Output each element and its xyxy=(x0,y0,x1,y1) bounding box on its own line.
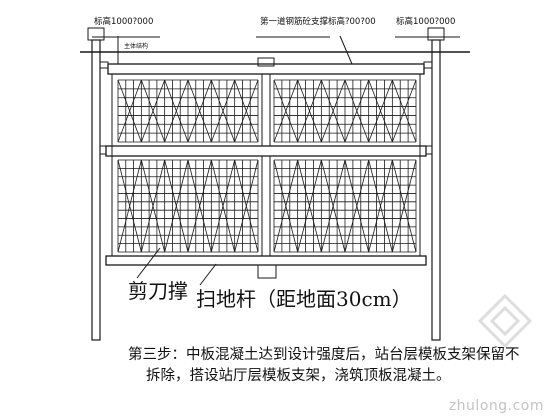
lower-right-scaffold-shear-brace xyxy=(320,159,346,253)
lower-left-scaffold-shear-brace xyxy=(164,159,189,253)
leader-sweep-rod xyxy=(199,263,217,286)
lower-right-scaffold-shear-brace xyxy=(368,159,393,253)
shear-brace-label: 剪刀撑 xyxy=(128,279,188,303)
lower-left-scaffold-shear-brace xyxy=(210,159,236,253)
middle-slab xyxy=(105,145,427,157)
leader-shear-brace xyxy=(136,247,161,279)
caption-line-1: 第三步：中板混凝土达到设计强度后，站台层模板支架保留不 xyxy=(128,347,520,363)
elevation-label-right: 标高1000?000 xyxy=(396,16,455,27)
upper-left-scaffold-shear-brace xyxy=(210,79,236,143)
upper-left-scaffold-shear-brace xyxy=(117,79,142,143)
lower-right-scaffold-shear-brace xyxy=(391,159,417,253)
strut-mid-left xyxy=(99,145,107,155)
wall-cap-right xyxy=(427,27,445,41)
upper-right-scaffold-shear-brace xyxy=(344,79,370,143)
bottom-slab-sump xyxy=(257,265,277,279)
lower-left-scaffold-shear-brace xyxy=(117,159,142,253)
elevation-label-middle: 第一道钢筋砼支撑标高?00?00 xyxy=(260,16,376,27)
caption-line-2: 拆除，搭设站厅层模板支架，浇筑顶板混凝土。 xyxy=(146,368,451,384)
center-column-lower xyxy=(261,155,271,257)
lower-left-scaffold-shear-brace xyxy=(234,159,259,253)
top-slab-beam xyxy=(257,57,275,67)
bottom-slab xyxy=(105,255,427,266)
structure-label-small: 主体结构 xyxy=(124,42,148,50)
upper-right-scaffold-shear-brace xyxy=(391,79,417,143)
upper-right-scaffold-shear-brace xyxy=(368,79,393,143)
center-column-upper xyxy=(261,73,271,147)
lower-left-scaffold-shear-brace xyxy=(140,159,166,253)
lower-right-scaffold-shear-brace xyxy=(344,159,370,253)
strut-left xyxy=(99,61,109,69)
upper-right-scaffold-shear-brace xyxy=(320,79,346,143)
upper-left-scaffold-shear-brace xyxy=(140,79,166,143)
lower-left-scaffold-shear-brace xyxy=(187,159,212,253)
sweep-rod-label: 扫地杆（距地面30cm） xyxy=(196,287,412,311)
elevation-label-left: 标高1000?000 xyxy=(94,16,153,27)
strut-mid-right xyxy=(425,145,433,155)
upper-right-scaffold-shear-brace xyxy=(273,79,299,143)
retaining-wall-right xyxy=(431,39,441,341)
lower-right-scaffold-shear-brace xyxy=(273,159,299,253)
watermark-text: zhulong.com xyxy=(448,398,544,414)
strut-right xyxy=(423,61,433,69)
retaining-wall-left xyxy=(91,39,101,341)
upper-left-scaffold-shear-brace xyxy=(164,79,189,143)
upper-left-scaffold-shear-brace xyxy=(234,79,259,143)
lower-right-scaffold-shear-brace xyxy=(297,159,322,253)
wall-cap-left xyxy=(87,27,105,41)
watermark-logo-icon xyxy=(477,293,533,349)
upper-right-scaffold-shear-brace xyxy=(297,79,322,143)
upper-left-scaffold-shear-brace xyxy=(187,79,212,143)
